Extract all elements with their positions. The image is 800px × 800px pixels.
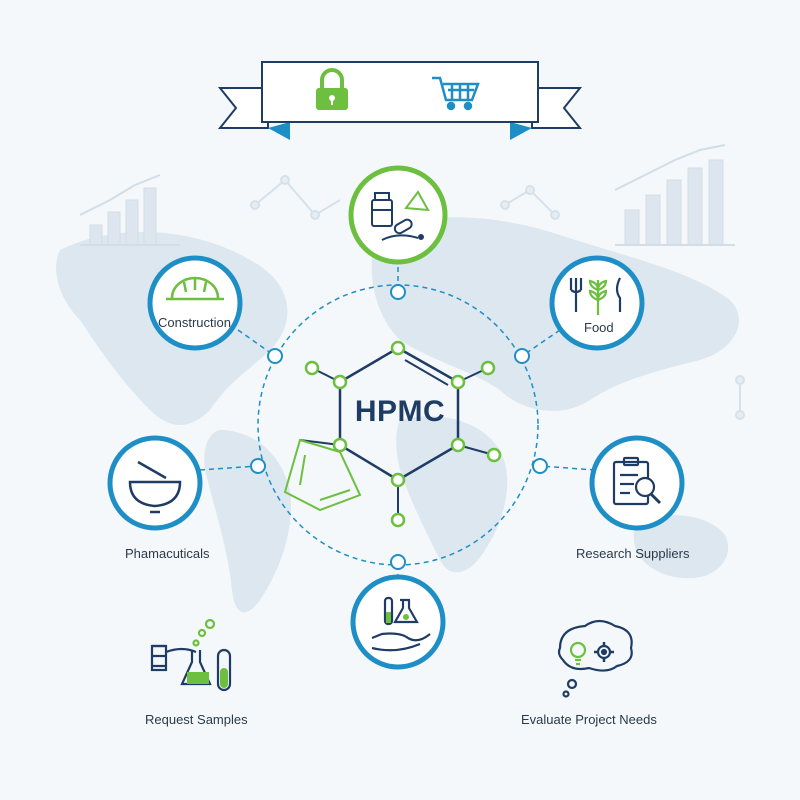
label-construction: Construction	[158, 315, 231, 330]
hpmc-molecule	[283, 340, 502, 528]
label-pharmaceuticals: Phamacuticals	[125, 546, 210, 561]
node-top[interactable]	[348, 165, 448, 265]
node-bottom[interactable]	[350, 574, 446, 670]
ribbon-banner	[217, 61, 583, 140]
center-label-hpmc: HPMC	[354, 395, 446, 428]
test-tubes-icon	[150, 618, 232, 692]
food-icon	[569, 277, 622, 315]
ring-connector-dots	[250, 284, 548, 570]
idea-gear-bubble-icon	[557, 619, 633, 698]
mortar-pestle-icon	[128, 460, 182, 514]
bg-chart-right	[614, 144, 735, 246]
padlock-icon	[316, 68, 348, 110]
bg-network-lines	[250, 175, 745, 420]
label-food: Food	[584, 320, 614, 335]
node-construction[interactable]	[147, 255, 243, 351]
shopping-cart-icon	[432, 76, 480, 111]
clipboard-search-icon	[612, 456, 662, 506]
hand-flasks-icon	[371, 596, 431, 652]
bg-chart-left	[79, 174, 180, 246]
node-food[interactable]	[549, 255, 645, 351]
hard-hat-icon	[166, 276, 224, 301]
node-research-suppliers[interactable]	[589, 435, 685, 531]
label-research-suppliers: Research Suppliers	[576, 546, 690, 561]
node-pharmaceuticals[interactable]	[107, 435, 203, 531]
label-request-samples: Request Samples	[145, 712, 248, 727]
label-evaluate-project-needs: Evaluate Project Needs	[521, 712, 657, 727]
chemical-pills-icon	[371, 190, 430, 241]
